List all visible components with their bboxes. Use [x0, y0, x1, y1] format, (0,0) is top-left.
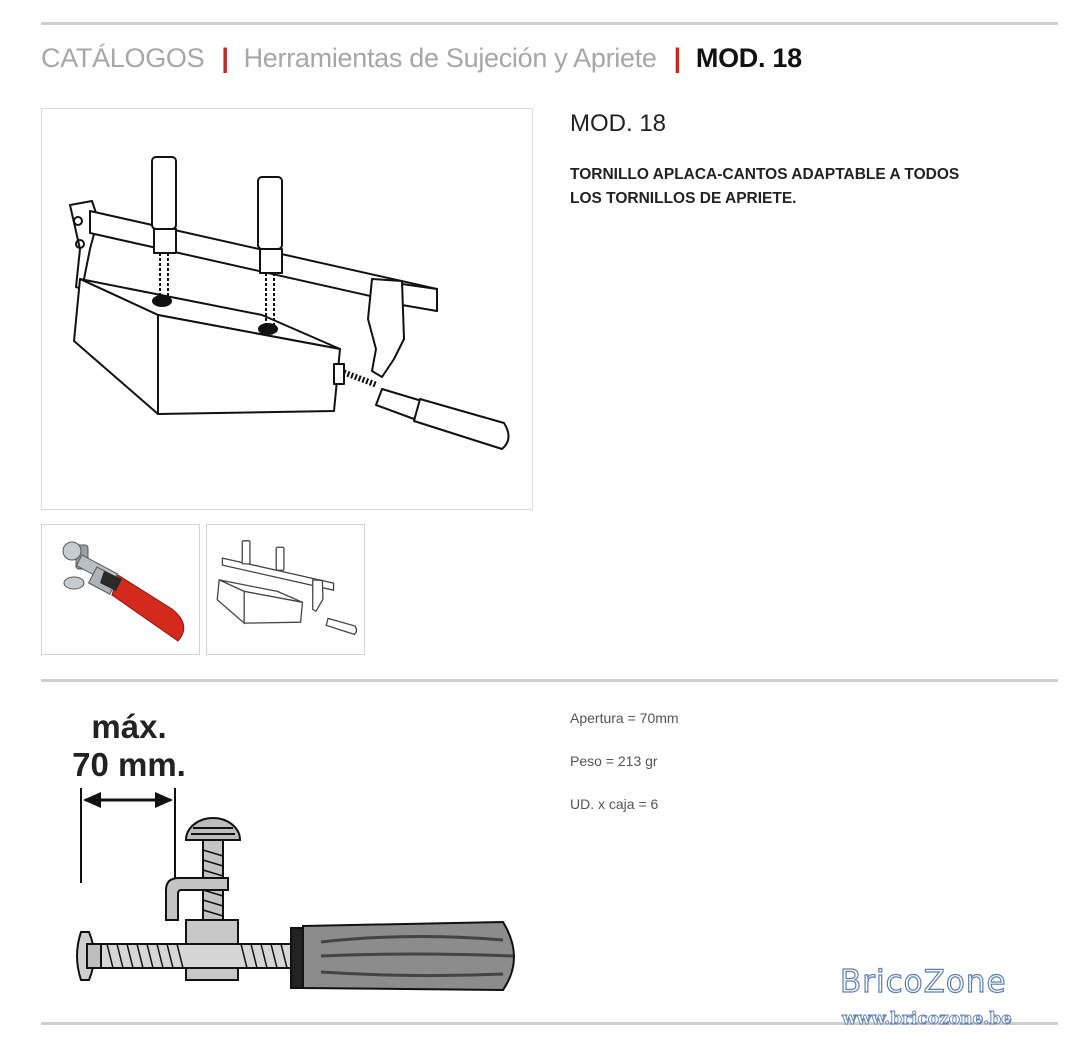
clamp-illustration [69, 156, 510, 450]
watermark-logo: BricoZone www.bricozone.be [836, 960, 1036, 1030]
breadcrumb: CATÁLOGOS | Herramientas de Sujeción y A… [41, 38, 802, 78]
watermark-brand: BricoZone [840, 964, 1007, 1000]
breadcrumb-separator: | [221, 42, 229, 73]
dimension-drawing: máx. 70 mm. [41, 700, 531, 1005]
breadcrumb-current: MOD. 18 [695, 42, 802, 73]
top-divider [41, 22, 1058, 25]
watermark-url: www.bricozone.be [841, 1009, 1012, 1029]
thumbnail-clamp-drawing[interactable] [206, 524, 365, 655]
breadcrumb-separator: | [673, 42, 682, 73]
spec-unidades-caja: UD. x caja = 6 [570, 796, 659, 812]
dimension-label-max: máx. [91, 708, 166, 745]
breadcrumb-category-link[interactable]: Herramientas de Sujeción y Apriete [243, 42, 657, 73]
breadcrumb-catalogos-link[interactable]: CATÁLOGOS [41, 42, 205, 73]
product-title: MOD. 18 [570, 110, 667, 137]
product-description: TORNILLO APLACA-CANTOS ADAPTABLE A TODOS… [570, 166, 960, 207]
spec-apertura: Apertura = 70mm [570, 710, 679, 726]
section-divider [41, 679, 1058, 682]
clamp-drawing-thumbnail [216, 540, 358, 636]
dimension-label-value: 70 mm. [72, 746, 186, 783]
bottom-divider [41, 1022, 1058, 1025]
spec-peso: Peso = 213 gr [570, 753, 658, 769]
red-handle-clamp-photo [62, 541, 185, 642]
main-product-image[interactable] [41, 108, 533, 510]
thumbnail-red-handle[interactable] [41, 524, 200, 655]
